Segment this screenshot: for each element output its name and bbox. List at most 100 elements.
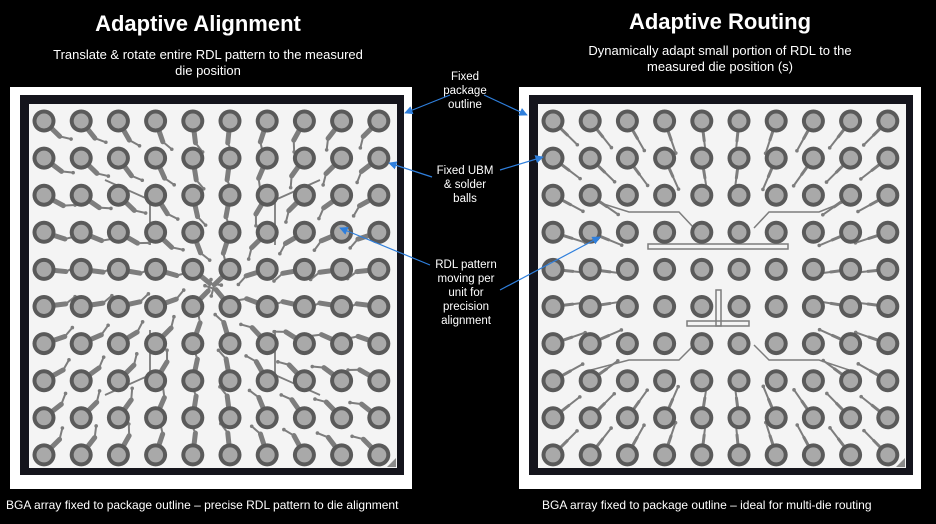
via-dot (284, 220, 288, 224)
solder-ball (367, 295, 391, 318)
solder-ball (764, 257, 788, 281)
trace-line (289, 174, 293, 189)
ball-center (110, 299, 126, 314)
ball-center (731, 447, 747, 463)
via-dot (246, 257, 251, 261)
ball-center (110, 187, 126, 203)
solder-ball (727, 146, 751, 170)
trace-line (671, 175, 680, 191)
via-dot (313, 397, 317, 401)
ball-center (73, 447, 89, 463)
ball-center (768, 113, 784, 129)
trace-line (795, 137, 805, 152)
ball-center (296, 336, 312, 352)
trace-line (317, 206, 325, 220)
ball-center (694, 150, 710, 166)
trace-line (818, 328, 834, 337)
ball-center (582, 447, 598, 463)
via-dot (71, 170, 75, 175)
ball-center (694, 187, 710, 203)
ball-center (259, 299, 275, 314)
solder-ball (32, 295, 56, 318)
ball-center (148, 113, 164, 129)
ball-center (619, 447, 635, 463)
ball-center (334, 410, 350, 426)
solder-ball (144, 406, 168, 430)
solder-ball (615, 146, 639, 170)
ball-center (805, 261, 821, 277)
trace-line (566, 133, 579, 146)
left-caption: BGA array fixed to package outline – pre… (6, 498, 399, 512)
solder-ball (727, 332, 751, 356)
solder-ball (255, 220, 279, 244)
via-dot (348, 400, 352, 405)
callout-3-line-3: unit for (448, 287, 484, 299)
solder-ball (181, 295, 205, 318)
solder-ball (69, 183, 93, 207)
ball-center (545, 224, 561, 240)
solder-ball (653, 109, 677, 133)
solder-ball (615, 220, 639, 244)
solder-ball (106, 369, 130, 393)
trace-line (859, 169, 873, 180)
solder-ball (690, 406, 714, 430)
solder-ball (32, 220, 56, 244)
trace-line (136, 320, 144, 334)
solder-ball (839, 443, 863, 467)
solder-ball (541, 257, 565, 281)
solder-ball (764, 146, 788, 170)
solder-ball (144, 109, 168, 133)
ball-center (73, 336, 89, 352)
left-package (20, 95, 404, 475)
via-dot (106, 323, 110, 328)
solder-ball (653, 369, 677, 393)
ball-center (843, 261, 859, 277)
via-dot (216, 348, 221, 353)
via-dot (676, 384, 680, 389)
solder-ball (764, 183, 788, 207)
right-title: Adaptive Routing (628, 9, 812, 34)
ball-center (259, 150, 275, 166)
solder-ball (876, 146, 900, 170)
solder-ball (106, 220, 130, 244)
callout-2-line-1: Fixed UBM (436, 165, 494, 177)
ball-center (36, 299, 52, 314)
solder-ball (367, 257, 391, 281)
solder-ball (69, 295, 93, 318)
via-dot (134, 352, 139, 356)
ball-center (768, 299, 784, 314)
trace-line (828, 135, 840, 149)
solder-ball (876, 220, 900, 244)
ball-center (148, 224, 164, 240)
solder-ball (839, 220, 863, 244)
callout-rdl-pattern-moving: RDL pattern moving per unit for precisio… (426, 258, 506, 328)
trace-line (98, 356, 105, 369)
solder-ball (653, 146, 677, 170)
solder-ball (801, 146, 825, 170)
solder-ball (578, 109, 602, 133)
ball-center (694, 261, 710, 277)
via-dot (792, 388, 796, 392)
ball-center (259, 113, 275, 129)
solder-ball (330, 443, 354, 467)
solder-ball (218, 257, 242, 281)
ball-center (805, 447, 821, 463)
trace-line (276, 360, 291, 366)
ball-center (371, 410, 387, 426)
ball-center (185, 224, 201, 240)
solder-ball (801, 406, 825, 430)
trace-line (284, 209, 290, 224)
solder-ball (653, 406, 677, 430)
solder-ball (106, 257, 130, 281)
solder-ball (218, 220, 242, 244)
ball-center (768, 150, 784, 166)
ball-center (619, 373, 635, 389)
via-dot (209, 294, 214, 298)
ball-center (545, 373, 561, 389)
trace-line (203, 284, 217, 291)
ball-center (880, 150, 896, 166)
ball-center (805, 224, 821, 240)
solder-ball (653, 443, 677, 467)
solder-ball (876, 295, 900, 318)
